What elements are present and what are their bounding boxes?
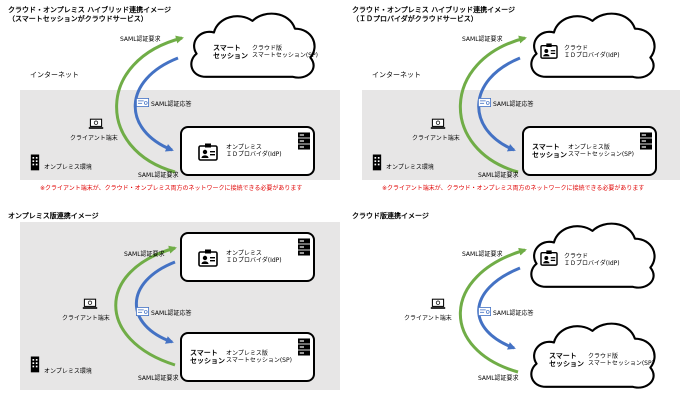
q2-cloud-text: クラウド ＩＤプロバイダ(IdP) xyxy=(564,45,620,59)
q3-saml-response-label: SAML認証応答 xyxy=(151,310,192,317)
q4-cloud2-bold: スマート セッション xyxy=(549,352,584,368)
q1-idp-text: オンプレミス ＩＤプロバイダ(IdP) xyxy=(226,144,282,158)
q3-building-icon xyxy=(30,356,40,373)
q3-idp-box: オンプレミス ＩＤプロバイダ(IdP) xyxy=(180,232,315,282)
q4-cloud1-text: クラウド ＩＤプロバイダ(IdP) xyxy=(564,253,620,267)
q4-client-label: クライアント端末 xyxy=(404,315,452,322)
q1-saml-request-arrow xyxy=(115,35,184,174)
q2-sp-box: スマート セッション オンプレミス版 スマートセッション(SP) xyxy=(522,126,657,176)
q3-laptop-icon xyxy=(82,298,98,310)
q3-idcard-icon xyxy=(198,249,218,267)
q3-onprem-env-label: オンプレミス環境 xyxy=(44,368,92,375)
q2-title: クラウド・オンプレミス ハイブリッド連携イメージ （ＩＤプロバイダがクラウドサー… xyxy=(352,6,515,23)
q2-saml-request-label-bottom: SAML認証要求 xyxy=(478,172,519,179)
q3-saml-request-arrow xyxy=(114,245,177,367)
q2-saml-response-label: SAML認証応答 xyxy=(493,101,534,108)
q1-cloud-text: クラウド版 スマートセッション(SP) xyxy=(252,45,318,59)
q3-saml-response-arrow xyxy=(135,260,176,344)
q1-client-label: クライアント端末 xyxy=(70,135,118,142)
q4-saml-response-label: SAML認証応答 xyxy=(493,310,534,317)
q4-cloud2-text: クラウド版 スマートセッション(SP) xyxy=(588,353,654,367)
q3-server-icon-2 xyxy=(298,338,310,356)
q2-box-bold: スマート セッション xyxy=(532,143,567,159)
q2-client-label: クライアント端末 xyxy=(412,135,460,142)
q1-saml-icon xyxy=(136,98,149,107)
q3-box-bold: スマート セッション xyxy=(190,349,225,365)
q1-idcard-icon xyxy=(198,143,218,161)
q1-laptop-icon xyxy=(88,118,104,130)
q3-client-label: クライアント端末 xyxy=(62,315,110,322)
q4-laptop-icon xyxy=(430,298,446,310)
q4-saml-request-label-bottom: SAML認証要求 xyxy=(478,375,519,382)
q1-note: ※クライアント端末が、クラウド・オンプレミス両方のネットワークに接続できる必要が… xyxy=(40,185,303,192)
q2-building-icon xyxy=(372,154,382,171)
q1-internet-label: インターネット xyxy=(30,71,79,79)
q4-saml-icon xyxy=(478,307,491,316)
q3-sp-box: スマート セッション オンプレミス版 スマートセッション(SP) xyxy=(180,332,315,382)
q4-title: クラウド版連携イメージ xyxy=(352,212,429,220)
q2-laptop-icon xyxy=(430,118,446,130)
q2-saml-request-arrow xyxy=(458,35,527,174)
q4-saml-request-arrow xyxy=(458,247,527,374)
q3-saml-icon xyxy=(136,307,149,316)
q1-server-icon xyxy=(298,132,310,150)
q1-cloud-bold: スマート セッション xyxy=(213,44,248,60)
q3-server-icon-1 xyxy=(298,238,310,256)
q1-title: クラウド・オンプレミス ハイブリッド連携イメージ （スマートセッションがクラウド… xyxy=(8,6,171,23)
q2-internet-label: インターネット xyxy=(372,71,421,79)
q2-saml-request-label: SAML認証要求 xyxy=(462,36,503,43)
q2-note: ※クライアント端末が、クラウド・オンプレミス両方のネットワークに接続できる必要が… xyxy=(382,185,645,192)
q2-saml-icon xyxy=(478,98,491,107)
q2-onprem-env-label: オンプレミス環境 xyxy=(386,164,434,171)
q3-saml-request-label-bottom: SAML認証要求 xyxy=(138,375,179,382)
q3-saml-request-label: SAML認証要求 xyxy=(124,251,165,258)
q4-idcard-icon xyxy=(540,250,558,266)
q1-saml-response-label: SAML認証応答 xyxy=(151,101,192,108)
q4-saml-request-label: SAML認証要求 xyxy=(462,251,503,258)
q1-idp-box: オンプレミス ＩＤプロバイダ(IdP) xyxy=(180,126,315,176)
q1-saml-response-arrow xyxy=(133,56,179,152)
q2-box-text: オンプレミス版 スマートセッション(SP) xyxy=(568,144,634,158)
q2-idcard-icon xyxy=(540,43,558,59)
q1-saml-request-label: SAML認証要求 xyxy=(120,36,161,43)
q3-idp-text: オンプレミス ＩＤプロバイダ(IdP) xyxy=(226,250,282,264)
q1-building-icon xyxy=(30,154,40,171)
q2-server-icon xyxy=(640,132,652,150)
q1-saml-request-label-bottom: SAML認証要求 xyxy=(138,172,179,179)
q3-box-text: オンプレミス版 スマートセッション(SP) xyxy=(226,350,292,364)
q3-title: オンプレミス版連携イメージ xyxy=(8,212,99,220)
q1-onprem-env-label: オンプレミス環境 xyxy=(44,164,92,171)
